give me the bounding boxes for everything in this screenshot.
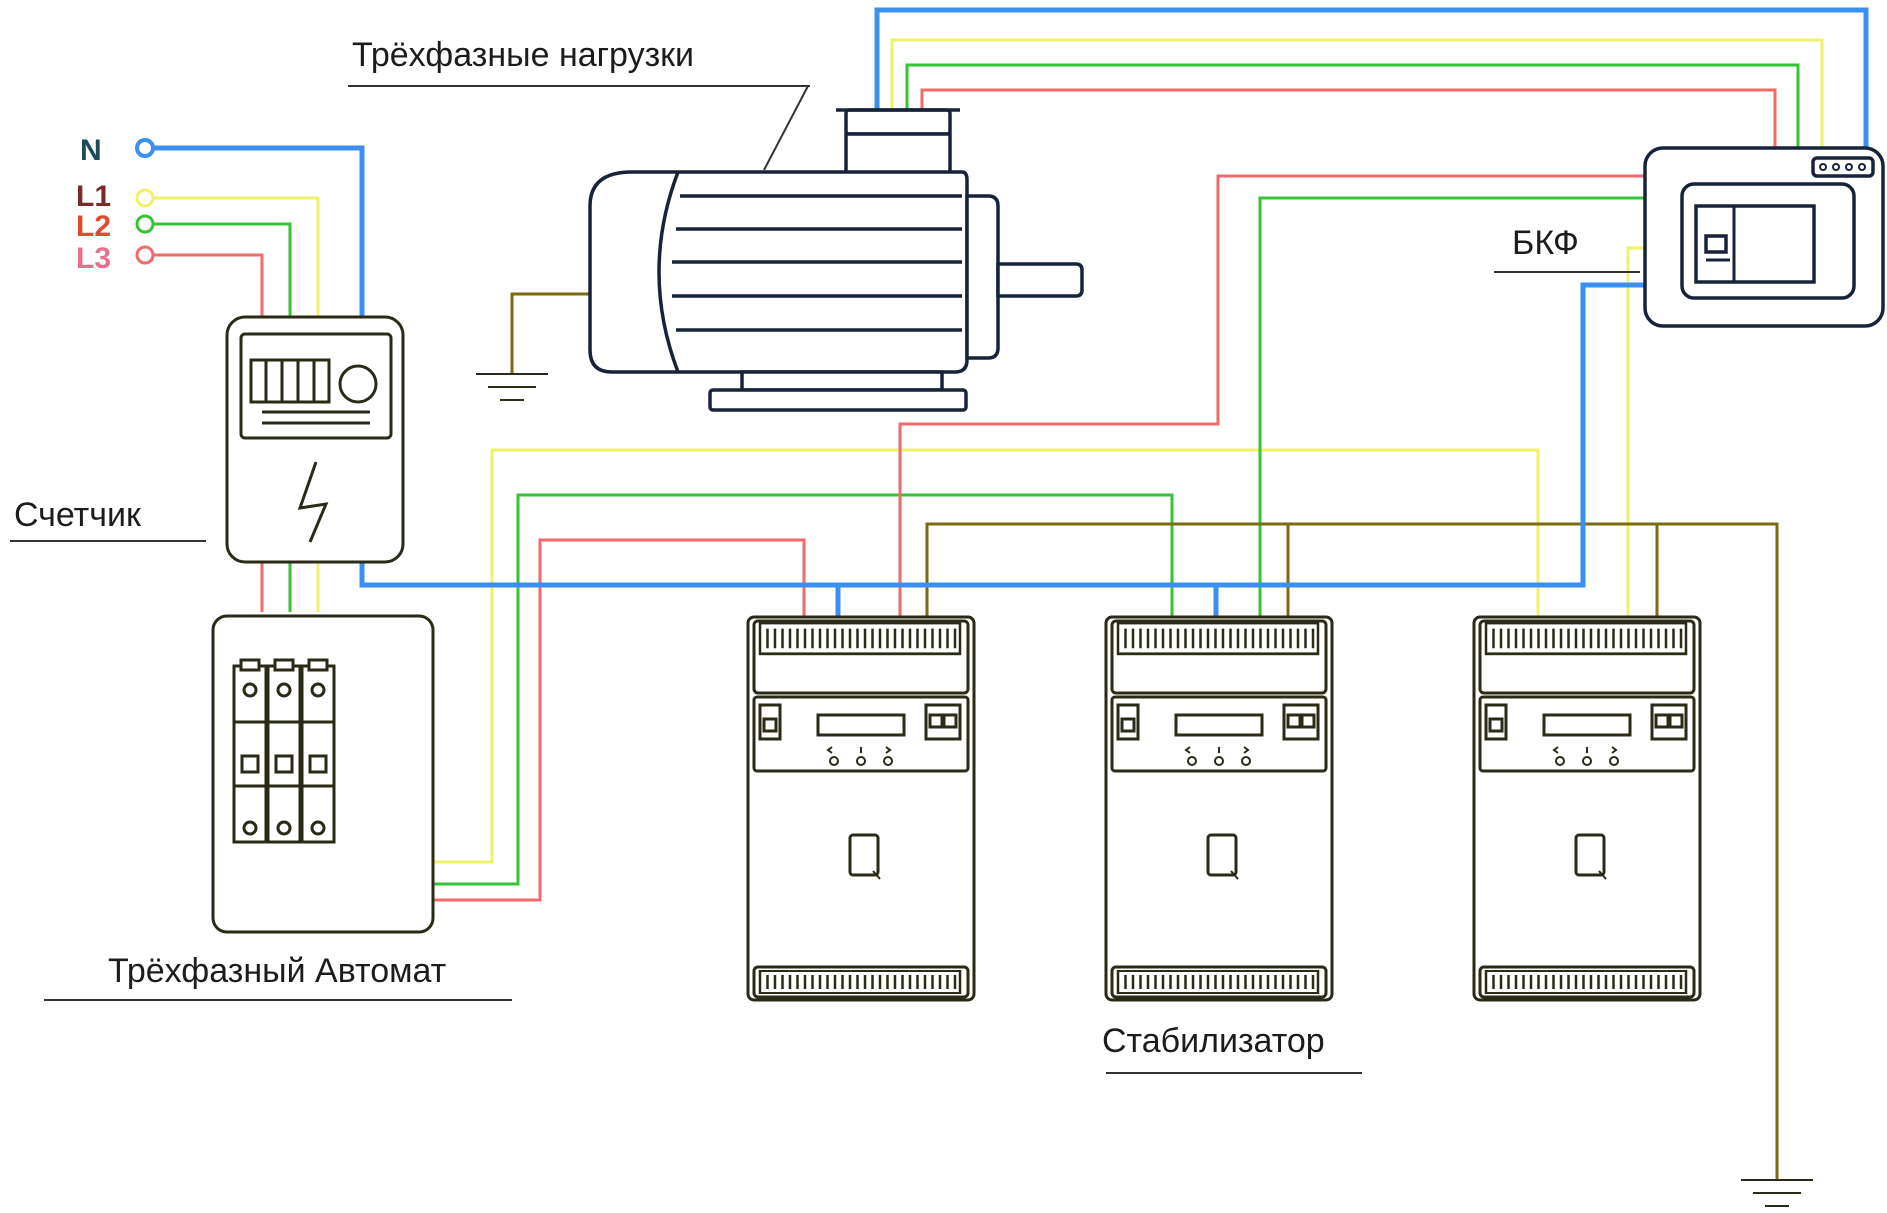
terminal-l2 (135, 214, 155, 234)
terminal-n-label: N (80, 134, 102, 167)
bkf-unit (1643, 146, 1885, 328)
electric-meter (225, 315, 405, 564)
breaker-pole (300, 658, 336, 844)
terminal-l3-label: L3 (76, 242, 111, 275)
terminal-l1 (135, 188, 155, 208)
wire-ground-motor (510, 292, 592, 374)
wire-l3-bkf-load (920, 88, 1777, 150)
ground-icon (1741, 1179, 1813, 1207)
ground-icon (476, 373, 548, 401)
svg-text:БКФ: БКФ (1512, 224, 1579, 262)
terminal-l1-label: L1 (76, 180, 111, 213)
wire-l2-stab2-bkf (1258, 196, 1645, 617)
wire-l1-stab3-bkf (1626, 246, 1645, 617)
terminal-n (135, 138, 155, 158)
wire-l1-input (148, 196, 320, 317)
bkf-label: БКФ (1494, 224, 1640, 273)
input-terminals: N L1 L2 L3 (76, 134, 155, 275)
stabilizer-unit (1472, 615, 1702, 1002)
wire-l3-input (148, 253, 264, 317)
svg-text:Трёхфазные нагрузки: Трёхфазные нагрузки (352, 36, 694, 74)
stabilizer-unit (1104, 615, 1334, 1002)
three-phase-breaker (211, 614, 435, 934)
wire-neutral-input (153, 145, 365, 317)
stabilizer-unit (746, 615, 976, 1002)
wire-l1-bkf-load (890, 38, 1824, 150)
wire-l2-input (148, 222, 292, 317)
breaker-pole (232, 658, 268, 844)
wire-l3-stab1-bkf (898, 174, 1645, 617)
svg-text:Счетчик: Счетчик (14, 496, 142, 534)
breaker-pole (266, 658, 302, 844)
motor (588, 108, 1084, 412)
wire-l2-bkf-load (905, 63, 1800, 150)
svg-text:Стабилизатор: Стабилизатор (1102, 1022, 1325, 1060)
wire-neutral-bkf-load (874, 7, 1869, 150)
svg-text:Трёхфазный Автомат: Трёхфазный Автомат (108, 952, 446, 990)
meter-label: Счетчик (10, 496, 206, 542)
breaker-label: Трёхфазный Автомат (44, 952, 512, 1001)
loads-label: Трёхфазные нагрузки (348, 36, 810, 171)
lightning-icon (297, 461, 329, 543)
terminal-l3 (135, 245, 155, 265)
wire-neutral-bus (359, 282, 1645, 588)
stabilizer-label: Стабилизатор (1102, 1022, 1362, 1074)
wire-ground-main (925, 522, 1779, 1180)
neutral-wires (153, 7, 1869, 617)
terminal-l2-label: L2 (76, 210, 111, 243)
